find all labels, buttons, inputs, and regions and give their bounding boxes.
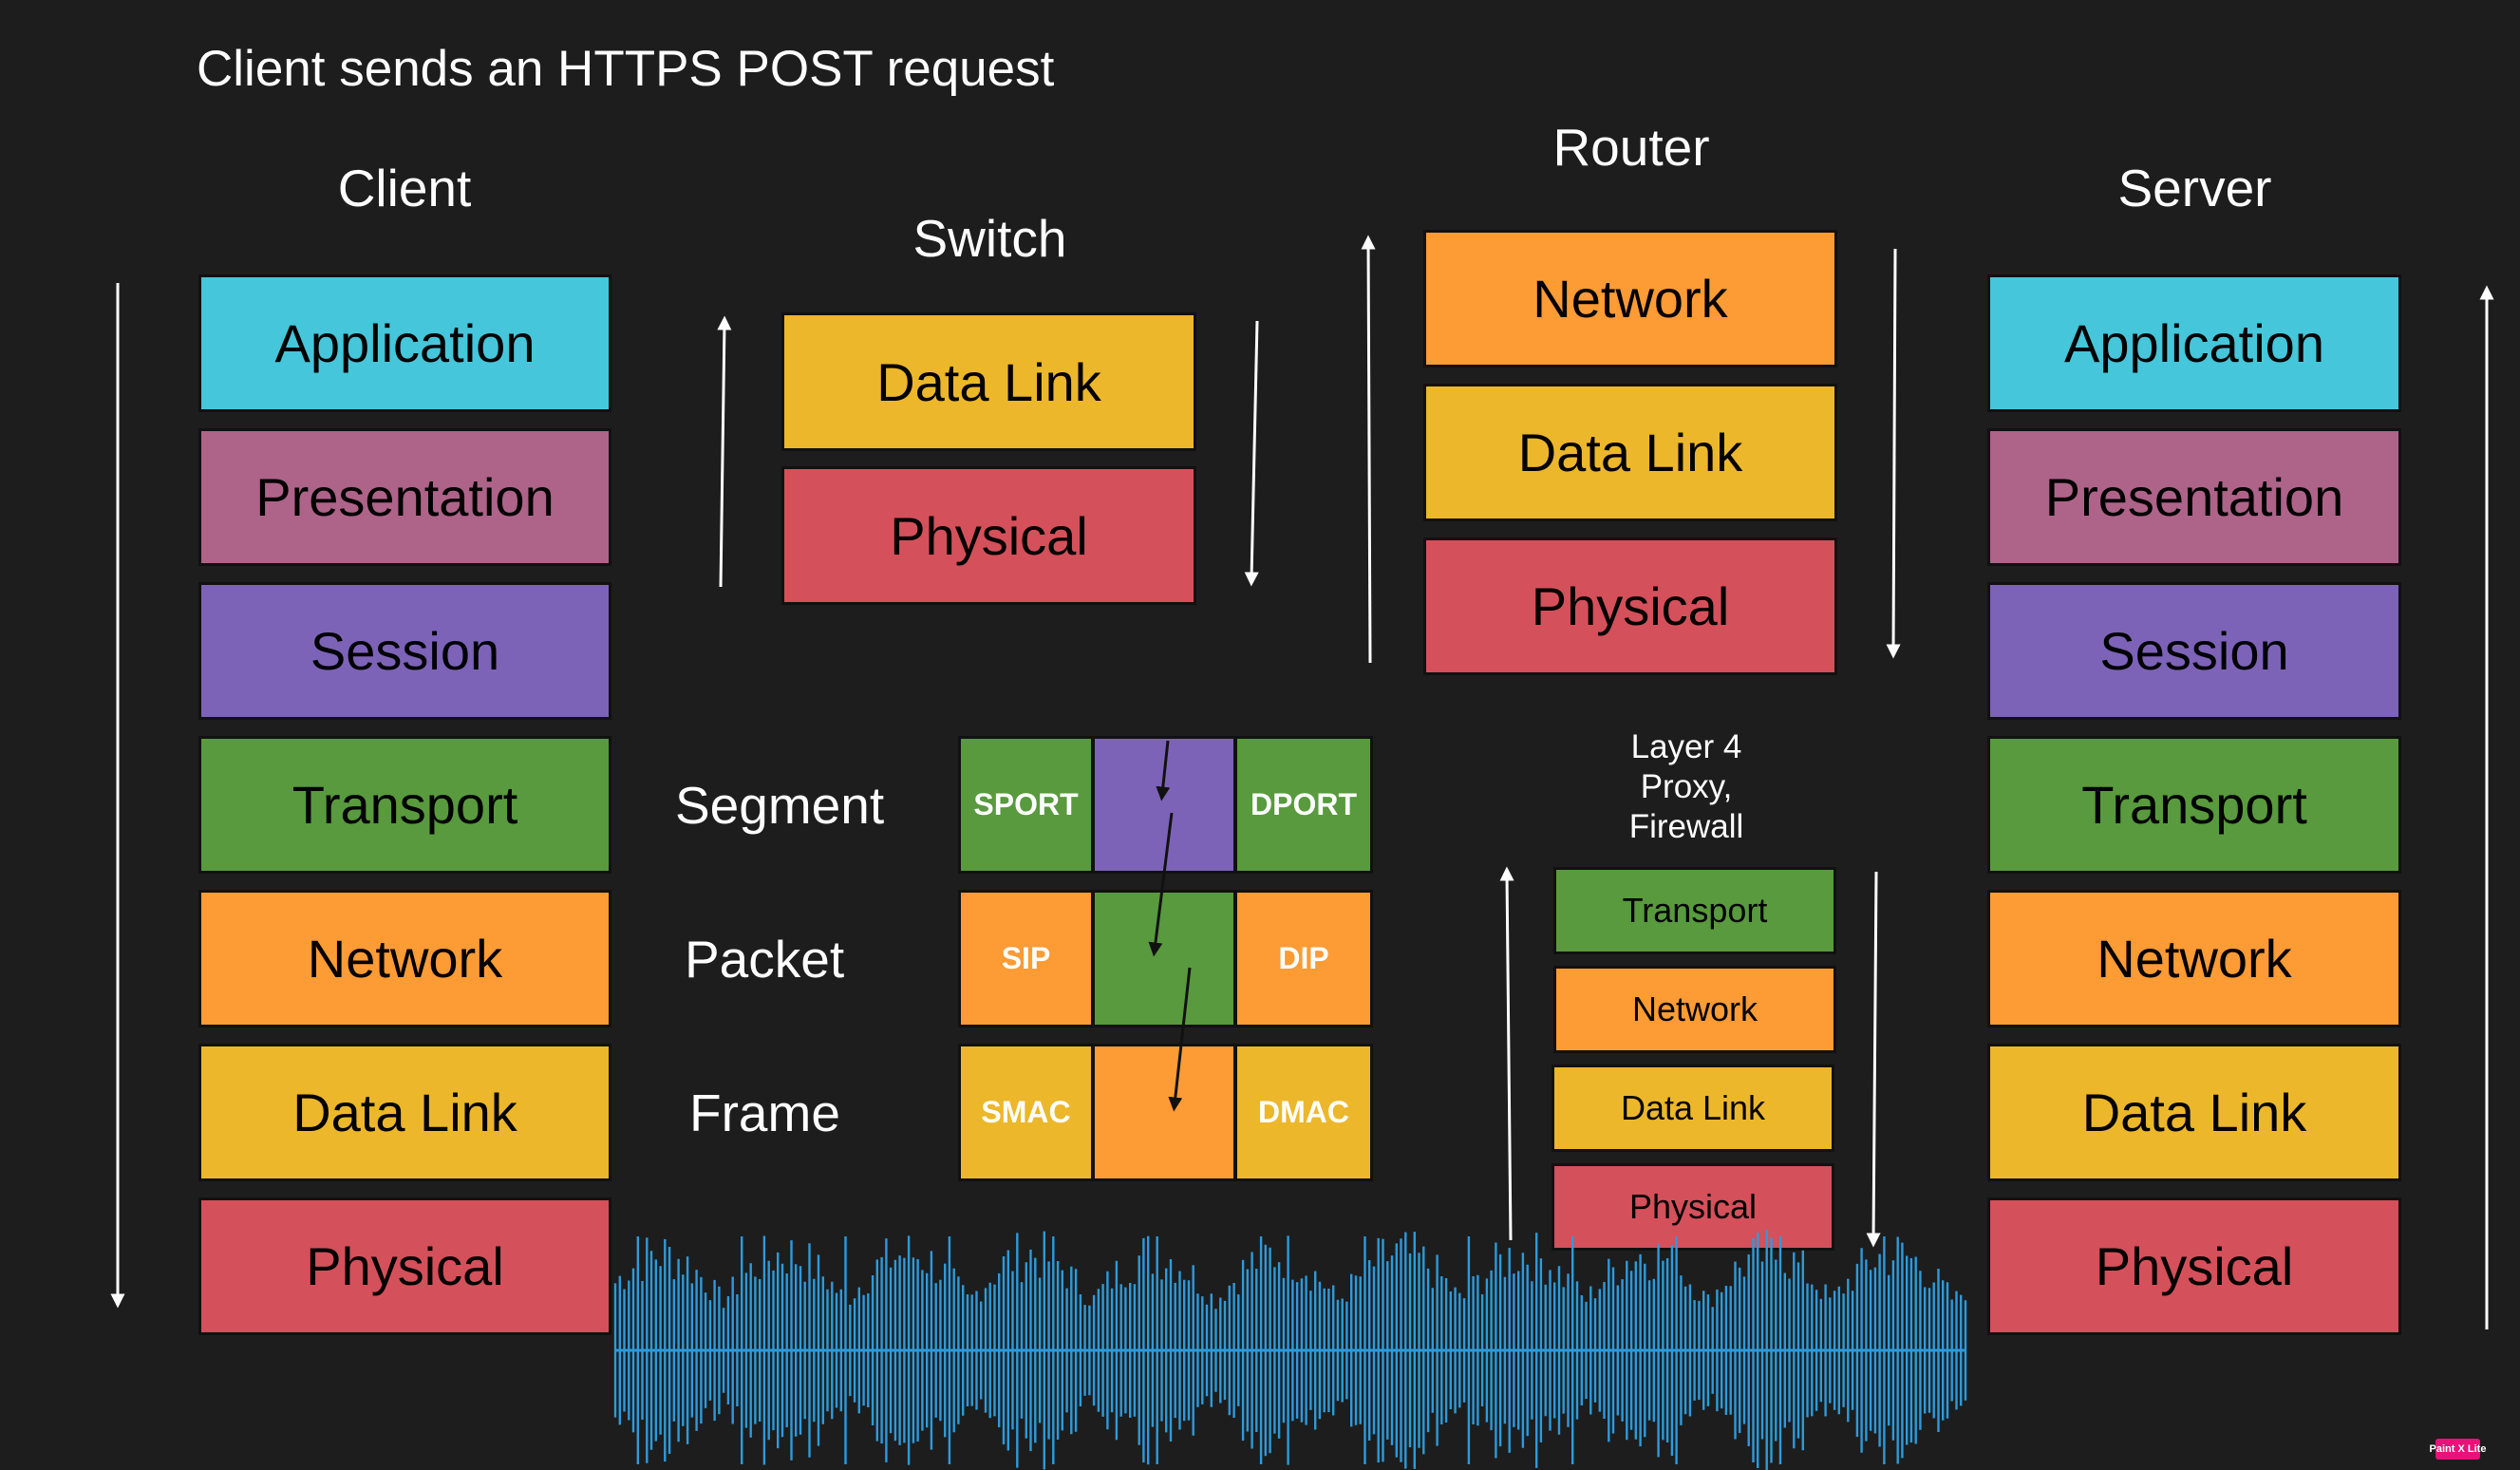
server-layer-presentation: Presentation	[1987, 428, 2401, 566]
proxy-layer-data-link: Data Link	[1551, 1065, 1834, 1152]
segment-dport-cell: DPORT	[1234, 736, 1373, 874]
diagram-title: Client sends an HTTPS POST request	[197, 41, 1055, 97]
router-layer-physical: Physical	[1423, 537, 1837, 675]
client-layer-physical: Physical	[198, 1197, 611, 1335]
segment-sport-cell: SPORT	[958, 736, 1094, 874]
server-layer-transport: Transport	[1987, 736, 2401, 874]
switch-heading: Switch	[912, 209, 1067, 268]
switch-layer-data-link: Data Link	[781, 312, 1196, 451]
client-heading: Client	[337, 159, 472, 217]
switch-down-arrow	[1244, 320, 1259, 587]
proxy-heading: Layer 4 Proxy, Firewall	[1544, 727, 1829, 847]
client-layer-session: Session	[198, 582, 611, 720]
packet-dip-cell: DIP	[1234, 890, 1373, 1027]
proxy-layer-network: Network	[1553, 966, 1836, 1053]
server-layer-physical: Physical	[1987, 1197, 2401, 1335]
physical-signal-waveform	[613, 1230, 1967, 1470]
server-heading: Server	[2117, 159, 2272, 217]
router-layer-data-link: Data Link	[1423, 384, 1837, 521]
proxy-heading-line-3: Firewall	[1628, 808, 1744, 845]
switch-layer-physical: Physical	[781, 466, 1196, 605]
router-heading: Router	[1552, 118, 1710, 177]
packet-label: Packet	[685, 930, 845, 989]
proxy-layer-transport: Transport	[1553, 867, 1836, 954]
proxy-heading-line-2: Proxy,	[1640, 768, 1733, 805]
server-layer-data-link: Data Link	[1987, 1044, 2401, 1181]
client-layer-application: Application	[198, 274, 611, 412]
proxy-down-arrow	[1866, 871, 1881, 1248]
server-layer-network: Network	[1987, 890, 2401, 1027]
proxy-up-arrow	[1499, 866, 1514, 1241]
server-layer-application: Application	[1987, 274, 2401, 412]
client-layer-data-link: Data Link	[198, 1044, 611, 1181]
switch-up-arrow	[717, 315, 732, 588]
segment-encap-arrow	[1156, 740, 1171, 801]
frame-dmac-cell: DMAC	[1234, 1044, 1373, 1181]
server-layer-session: Session	[1987, 582, 2401, 720]
proxy-heading-line-1: Layer 4	[1630, 728, 1742, 765]
client-layer-network: Network	[198, 890, 611, 1027]
router-layer-network: Network	[1423, 230, 1837, 368]
router-down-arrow	[1886, 248, 1901, 659]
packet-to-frame-arrow	[1168, 967, 1192, 1112]
segment-to-packet-arrow	[1148, 812, 1174, 957]
proxy-layer-physical: Physical	[1551, 1163, 1834, 1251]
frame-label: Frame	[689, 1084, 840, 1142]
segment-label: Segment	[675, 776, 885, 835]
client-layer-presentation: Presentation	[198, 428, 611, 566]
router-up-arrow	[1361, 235, 1376, 664]
client-layer-transport: Transport	[198, 736, 611, 874]
packet-payload-cell	[1092, 890, 1236, 1027]
paint-x-lite-watermark: Paint X Lite	[2430, 1439, 2486, 1460]
